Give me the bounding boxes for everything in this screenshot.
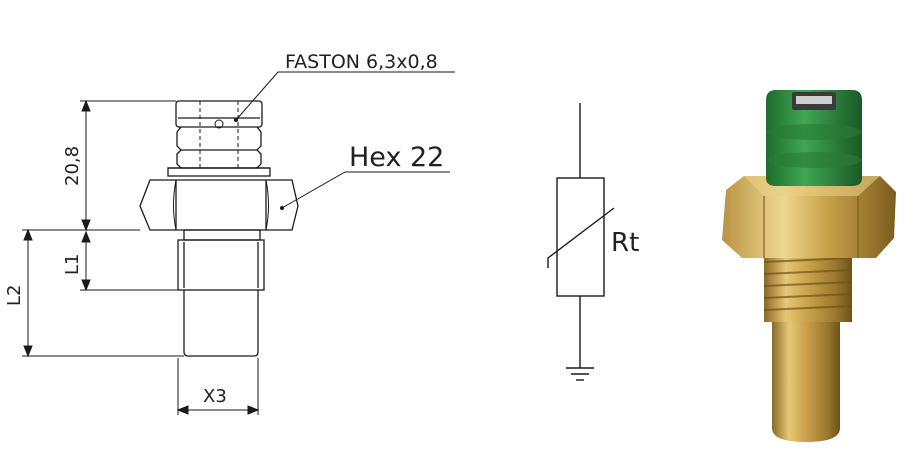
dimension-height-label: 20,8 [62, 146, 83, 186]
dimension-lines [22, 71, 455, 415]
probe-tip [183, 290, 259, 357]
thermistor-schematic [547, 103, 615, 381]
hex-nut [139, 179, 299, 231]
hex-label: Hex 22 [349, 142, 444, 173]
faston-connector [167, 100, 271, 177]
sensor-photo [722, 90, 896, 442]
dimension-l1-label: L1 [62, 254, 83, 275]
thread-section [177, 229, 265, 291]
faston-label: FASTON 6,3x0,8 [285, 51, 438, 73]
ground-icon [566, 367, 594, 381]
technical-drawing [22, 71, 455, 415]
thermistor-slope [547, 207, 615, 268]
dimension-x3-label: X3 [203, 386, 227, 407]
dimension-l2-label: L2 [4, 285, 25, 306]
resistor-label: Rt [611, 228, 639, 258]
resistor-symbol [556, 177, 605, 297]
